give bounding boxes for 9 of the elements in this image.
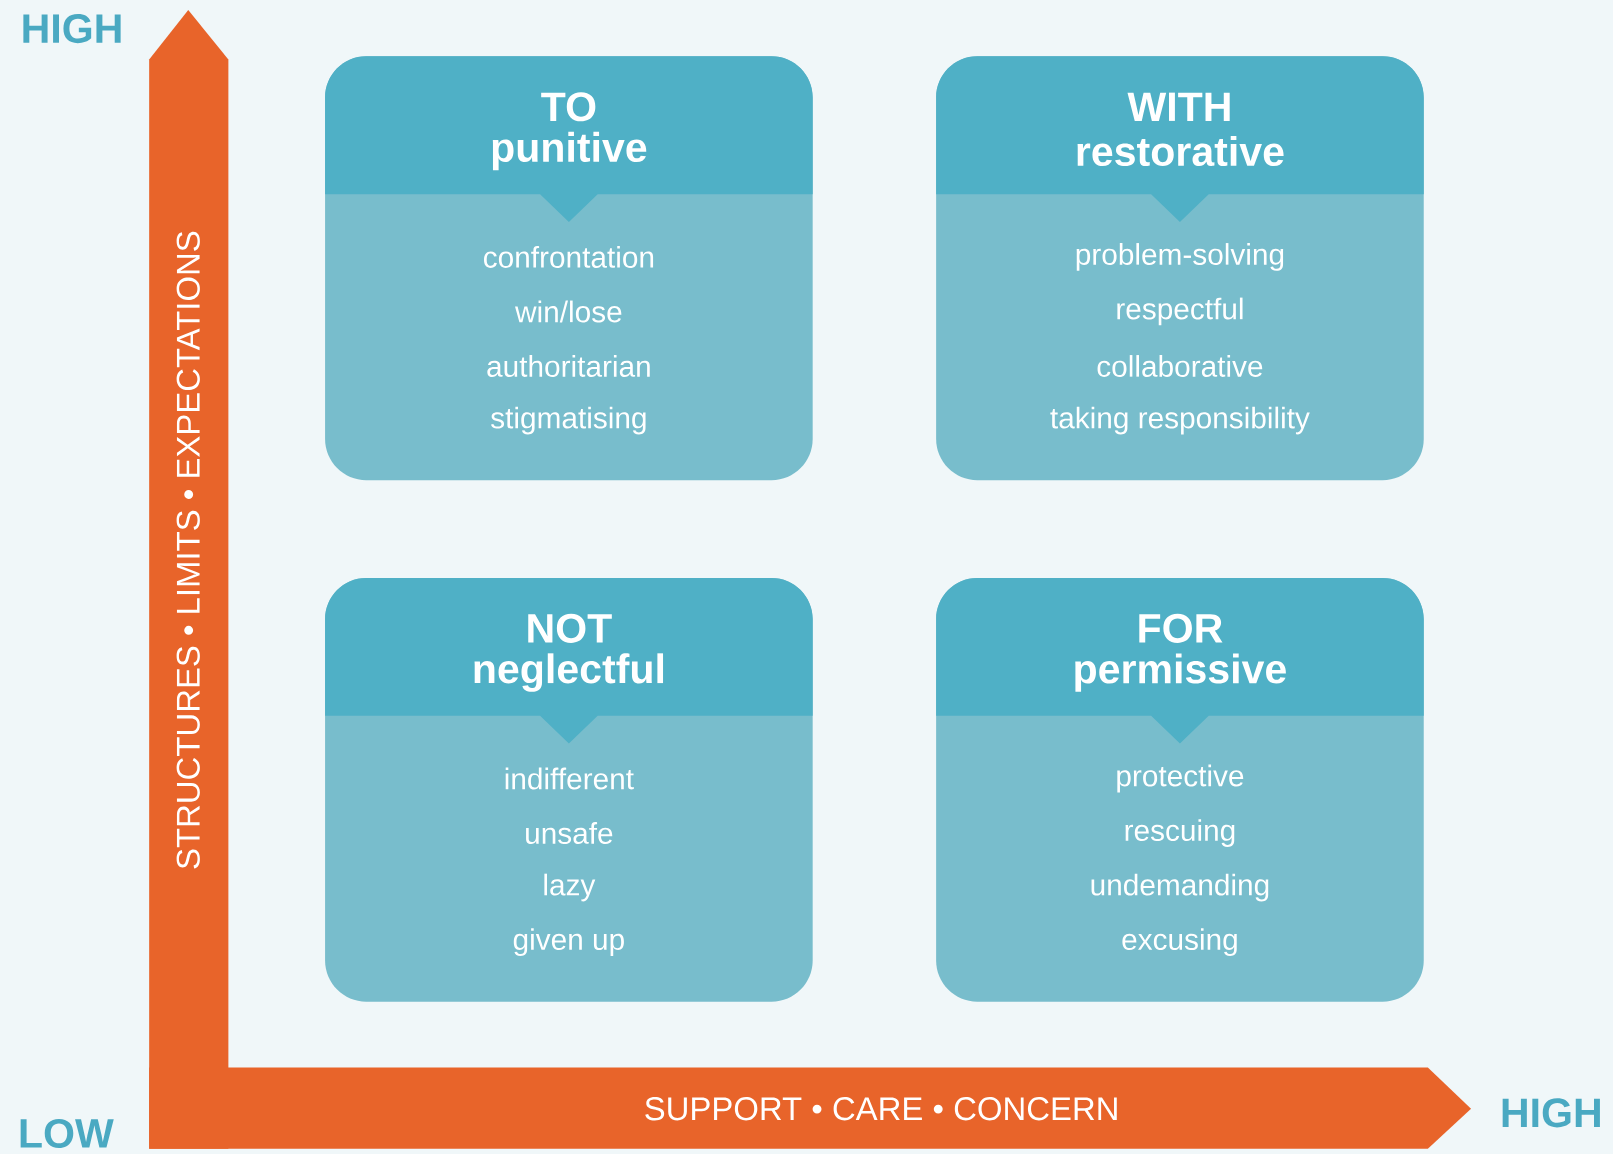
axis-title: STRUCTURES • LIMITS • EXPECTATIONS <box>176 231 200 869</box>
quadrant-card: WITH restorative problem-solving respectful collaborative taking responsibility <box>936 56 1424 481</box>
quadrant-card: NOT neglectful indifferent unsafe lazy given up <box>325 577 813 1002</box>
axis-title: SUPPORT • CARE • CONCERN <box>645 1097 1117 1121</box>
axis-end-label: HIGH <box>1502 1098 1600 1128</box>
axis-end-label: HIGH <box>23 14 121 44</box>
quadrant-card: FOR permissive protective rescuing undemanding excusing <box>936 577 1424 1002</box>
axis-end-label: LOW <box>20 1118 114 1148</box>
quadrant-card: TO punitive confrontation win/lose authoritarian stigmatising <box>325 56 813 481</box>
